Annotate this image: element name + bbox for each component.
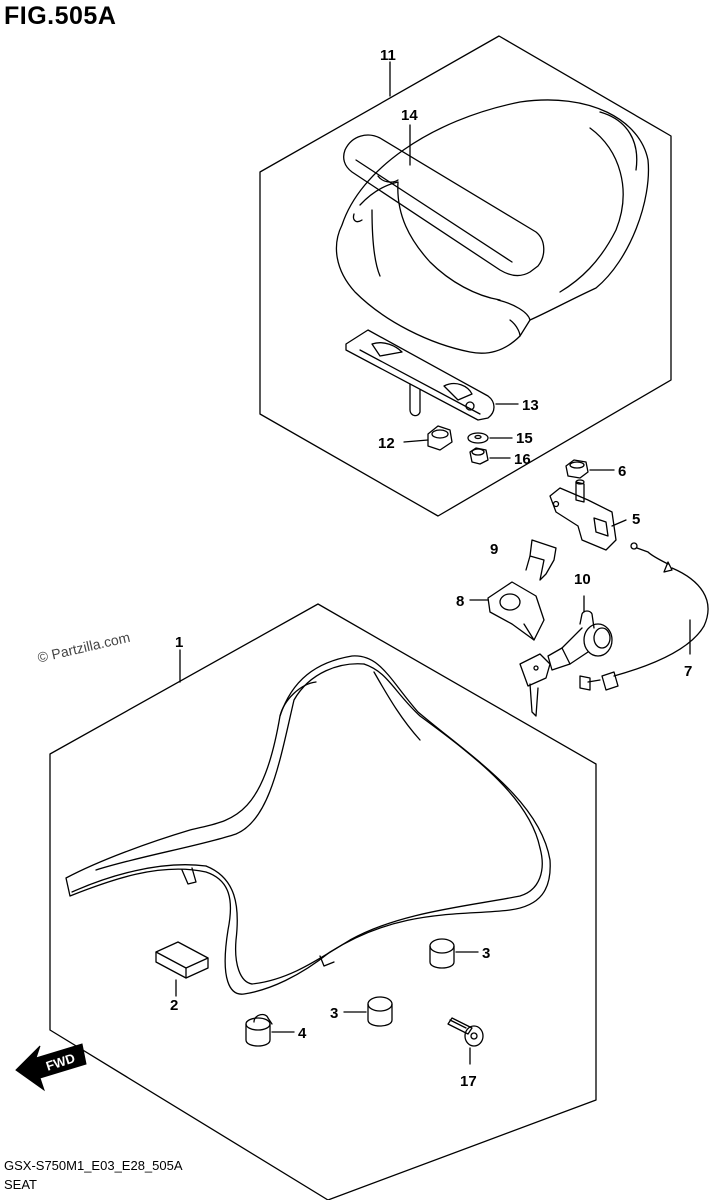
rear-seat-cowl (335, 99, 650, 354)
washer-15 (467, 432, 513, 444)
callout-6: 6 (618, 463, 626, 480)
ignition-key (519, 653, 551, 717)
cushion-3a (429, 938, 479, 969)
callout-9: 9 (490, 541, 498, 558)
main-seat (65, 655, 551, 995)
damper-4 (245, 1013, 295, 1047)
callout-16: 16 (514, 451, 531, 468)
callout-2: 2 (170, 997, 178, 1014)
rear-seat-bracket (345, 329, 495, 421)
callout-7: 7 (684, 663, 692, 680)
clip-9 (525, 539, 557, 581)
figure-title: FIG.505A (4, 2, 117, 30)
nut-16 (469, 447, 511, 465)
callout-10: 10 (574, 571, 591, 588)
callout-8: 8 (456, 593, 464, 610)
callout-12: 12 (378, 435, 395, 452)
callout-3b: 3 (330, 1005, 338, 1022)
callout-5: 5 (632, 511, 640, 528)
rear-seat-group-outline (259, 35, 672, 517)
rubber-block-2 (155, 941, 209, 997)
nut-12 (403, 425, 453, 451)
seat-lock-cable (579, 542, 709, 691)
callout-15: 15 (516, 430, 533, 447)
figure-code: GSX-S750M1_E03_E28_505A (4, 1158, 183, 1173)
forward-direction-arrow: FWD (15, 1043, 87, 1092)
callout-13: 13 (522, 397, 539, 414)
seat-lock-cylinder (547, 595, 613, 671)
callout-11: 11 (380, 47, 396, 64)
callout-4: 4 (298, 1025, 307, 1042)
callout-1: 1 (175, 634, 183, 651)
grab-handle (343, 134, 545, 277)
nut-6 (565, 459, 615, 479)
callout-3a: 3 (482, 945, 490, 962)
screw-17 (447, 1017, 484, 1065)
figure-description: SEAT (4, 1177, 37, 1192)
lock-plate-8 (469, 581, 545, 641)
callout-17: 17 (460, 1073, 477, 1090)
cushion-3b (343, 996, 393, 1027)
seat-lock-bracket (549, 479, 627, 551)
front-seat-group-outline (49, 603, 597, 1200)
callout-14: 14 (401, 107, 418, 124)
